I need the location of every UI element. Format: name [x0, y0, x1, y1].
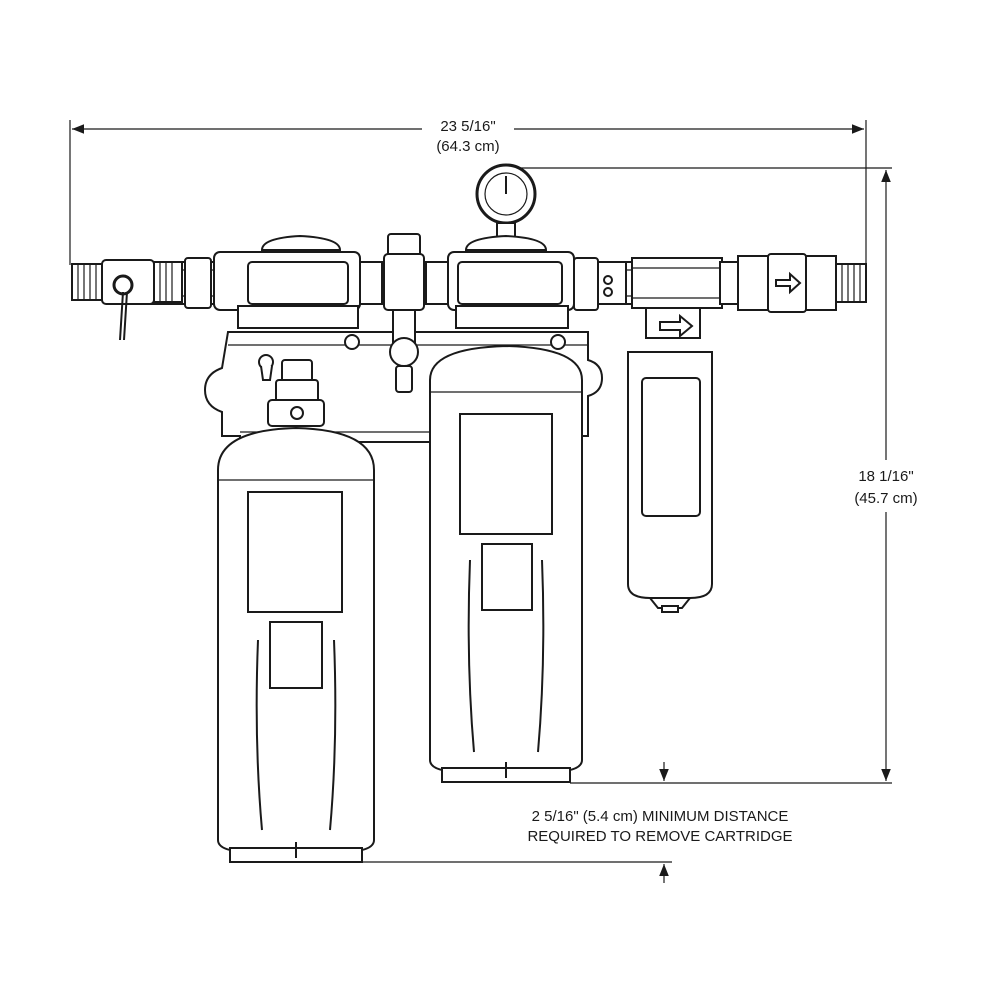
height-imperial-label: 18 1/16" [858, 468, 913, 485]
clearance-label-line1: 2 5/16" (5.4 cm) MINIMUM DISTANCE [532, 808, 789, 825]
outlet-fitting [631, 253, 867, 313]
height-metric-label: (45.7 cm) [854, 490, 917, 507]
width-imperial-label: 23 5/16" [440, 118, 495, 135]
bypass-valve [359, 233, 449, 393]
clearance-dimension: 2 5/16" (5.4 cm) MINIMUM DISTANCE REQUIR… [300, 762, 793, 883]
filter-cartridge-right [627, 351, 713, 613]
flow-arrow-icon [775, 271, 802, 295]
filter-head-left [213, 234, 361, 350]
clearance-label-line2: REQUIRED TO REMOVE CARTRIDGE [527, 828, 792, 845]
filter-cartridge-left [217, 359, 375, 863]
width-dimension: 23 5/16" (64.3 cm) [69, 118, 867, 265]
flow-arrow-icon [659, 313, 694, 339]
width-metric-label: (64.3 cm) [436, 138, 499, 155]
inlet-fitting [71, 257, 212, 341]
height-dimension: 18 1/16" (45.7 cm) [505, 167, 918, 784]
filter-cartridge-center [429, 344, 583, 783]
filter-head-center [447, 163, 575, 350]
